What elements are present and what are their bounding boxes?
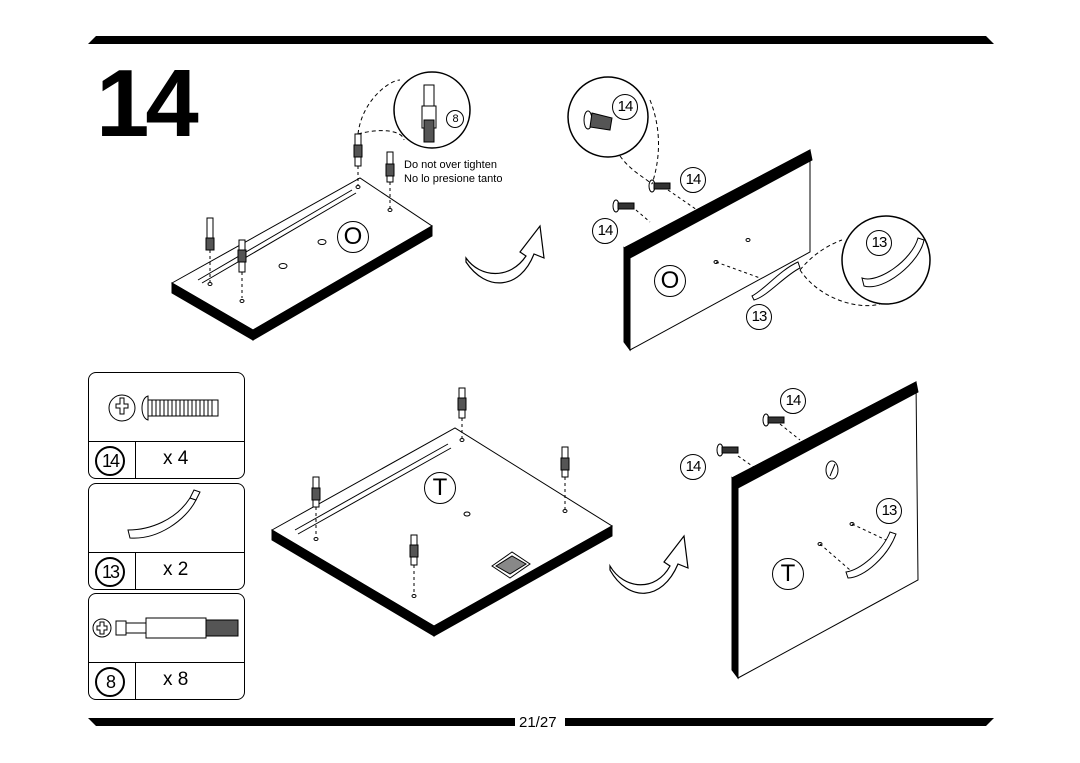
callout-part-14-c: 14 — [780, 388, 806, 414]
note-spanish: No lo presione tanto — [404, 173, 503, 185]
callout-part-13-b: 13 — [876, 498, 902, 524]
part-qty-14: x 4 — [163, 448, 189, 469]
part-qty-8: x 8 — [163, 669, 189, 690]
callout-part-13-zoom: 13 — [866, 230, 892, 256]
cam-bolts-o — [205, 133, 395, 298]
zoom-bubble-cam — [357, 71, 471, 149]
panel-label-o-upright: O — [654, 265, 686, 297]
cam-bolts-t — [311, 387, 570, 594]
panel-label-t-flat: T — [424, 472, 456, 504]
callout-part-14-zoom: 14 — [612, 94, 638, 120]
part-box-14: 14 x 4 — [88, 372, 245, 479]
part-id-13: 13 — [95, 557, 125, 587]
top-rule — [88, 36, 994, 44]
step-number: 14 — [96, 50, 199, 157]
callout-part-14-a: 14 — [680, 167, 706, 193]
callout-part-14-d: 14 — [680, 454, 706, 480]
bottom-rule-left — [88, 718, 515, 726]
tightening-note: Do not over tighten No lo presione tanto — [404, 158, 502, 186]
zoom-bubble-screw — [567, 76, 659, 185]
panel-o-flat — [170, 177, 433, 341]
rotate-arrow-bottom — [609, 534, 689, 594]
screws-t — [716, 413, 897, 579]
zoom-bubble-handle — [799, 215, 931, 307]
bottom-rule-right — [565, 718, 994, 726]
page-number: 21/27 — [517, 714, 559, 732]
callout-part-8: 8 — [446, 110, 464, 128]
part-box-13: 13 x 2 — [88, 483, 245, 590]
panel-label-t-upright: T — [772, 558, 804, 590]
callout-part-14-b: 14 — [592, 218, 618, 244]
panel-label-o-flat: O — [337, 221, 369, 253]
part-id-14: 14 — [95, 446, 125, 476]
rotate-arrow-top — [465, 224, 545, 284]
callout-part-13-a: 13 — [746, 304, 772, 330]
panel-o-upright — [623, 149, 813, 352]
panel-t-flat — [270, 427, 613, 637]
note-english: Do not over tighten — [404, 159, 497, 171]
panel-t-upright — [731, 381, 919, 680]
part-qty-13: x 2 — [163, 559, 189, 580]
screws-o — [612, 179, 801, 301]
part-id-8: 8 — [95, 667, 125, 697]
part-box-8: 8 x 8 — [88, 593, 245, 700]
